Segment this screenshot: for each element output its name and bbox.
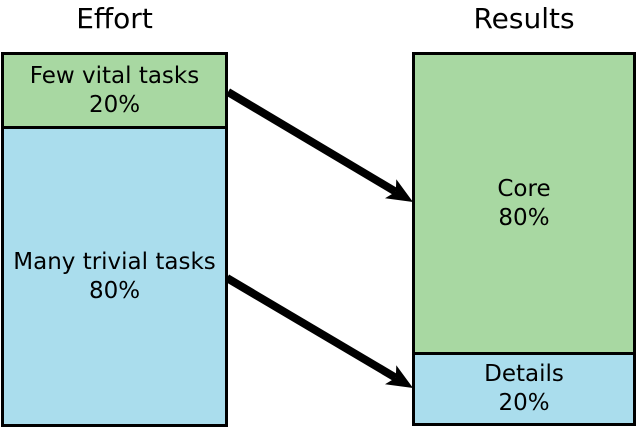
effort-column-title: Effort	[76, 2, 153, 35]
results-column-title: Results	[473, 2, 575, 35]
results-core-label: Core	[497, 175, 551, 202]
results-details-label: Details	[484, 361, 564, 388]
effort-trivial-value: 80%	[88, 277, 141, 304]
effort-vital-label: Few vital tasks	[29, 62, 200, 89]
results-details-value: 20%	[498, 390, 550, 416]
effort-vital-value: 20%	[88, 91, 141, 118]
results-segment-core: Core 80%	[415, 55, 633, 355]
effort-segment-vital: Few vital tasks 20%	[4, 55, 225, 129]
arrow-trivial-to-details	[224, 274, 413, 388]
effort-box: Few vital tasks 20% Many trivial tasks 8…	[1, 52, 228, 427]
results-box: Core 80% Details 20%	[412, 52, 636, 426]
effort-trivial-label: Many trivial tasks	[13, 248, 216, 275]
results-core-value: 80%	[498, 204, 550, 231]
arrow-vital-to-core	[225, 88, 413, 202]
effort-segment-trivial: Many trivial tasks 80%	[4, 129, 225, 424]
results-segment-details: Details 20%	[415, 355, 633, 423]
